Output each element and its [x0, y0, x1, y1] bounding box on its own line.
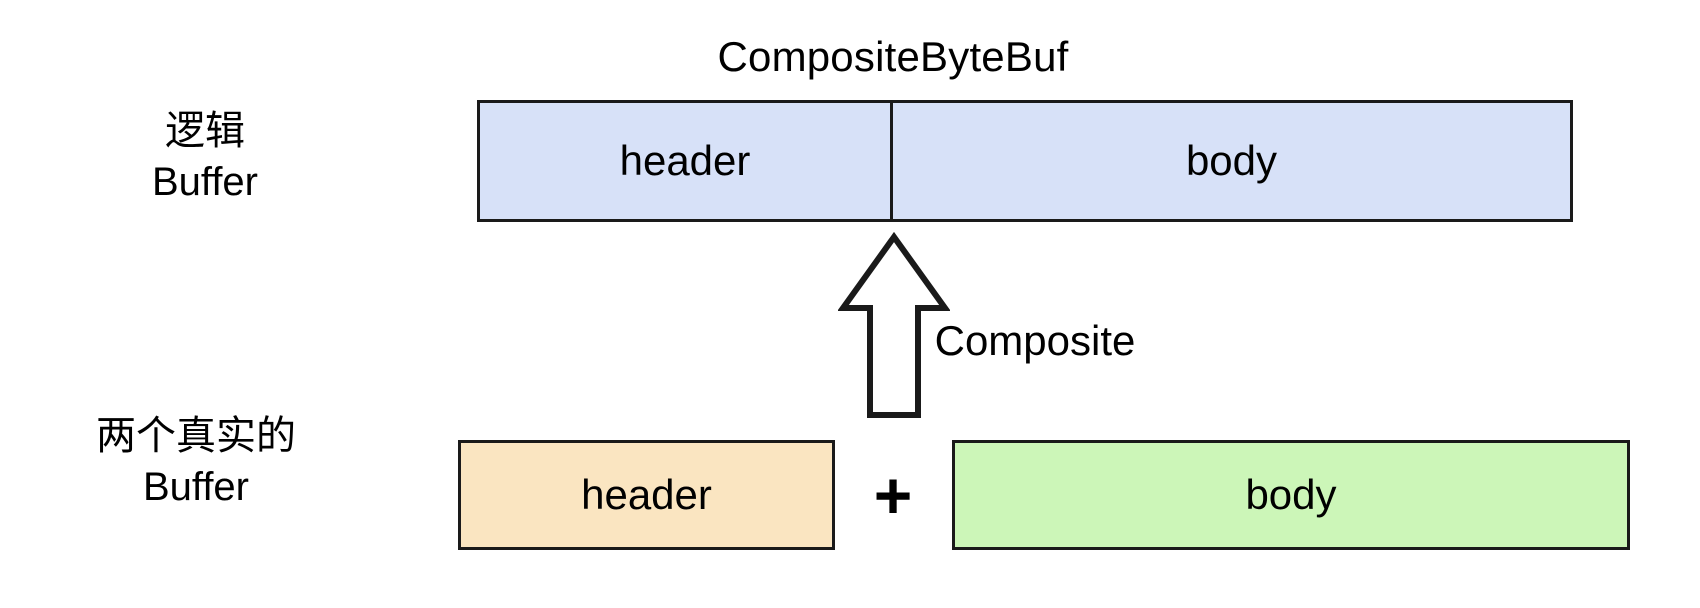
- real-body-buffer-box: body: [952, 440, 1630, 550]
- composite-body-segment: body: [893, 103, 1570, 219]
- plus-operator: +: [873, 458, 913, 532]
- real-buffer-row-label: 两个真实的 Buffer: [96, 411, 296, 513]
- composite-operation-label: Composite: [934, 317, 1136, 364]
- real-header-label: header: [581, 471, 712, 518]
- composite-header-label: header: [619, 137, 751, 184]
- logical-buffer-label-en: Buffer: [152, 160, 258, 204]
- real-buffer-label-en: Buffer: [143, 465, 249, 509]
- composite-buffer-box: header body: [477, 100, 1573, 222]
- real-header-buffer-box: header: [458, 440, 835, 550]
- composite-body-label: body: [1185, 137, 1278, 184]
- logical-buffer-label-cn: 逻辑: [165, 108, 245, 153]
- page-title: CompositeByteBuf: [717, 33, 1069, 80]
- composite-header-segment: header: [480, 103, 893, 219]
- composite-up-arrow-icon: [838, 232, 950, 418]
- real-buffer-label-cn: 两个真实的: [96, 413, 296, 458]
- logical-buffer-row-label: 逻辑 Buffer: [152, 106, 258, 208]
- real-body-label: body: [1245, 471, 1337, 518]
